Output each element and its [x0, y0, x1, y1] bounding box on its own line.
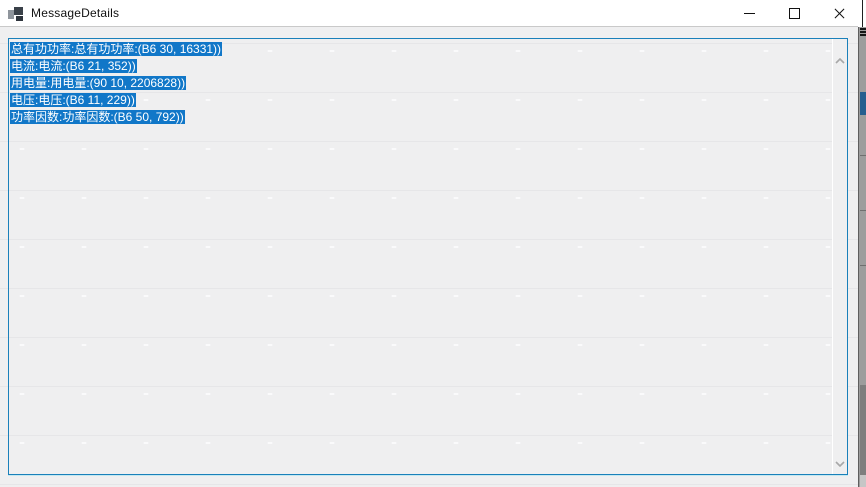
minimize-button[interactable] — [727, 0, 772, 26]
scroll-up-button[interactable] — [833, 53, 847, 69]
vertical-scrollbar[interactable] — [832, 39, 847, 474]
chevron-down-icon — [835, 461, 845, 467]
background-scrollbar-thumb[interactable] — [860, 92, 866, 115]
message-line[interactable]: 总有功功率:总有功功率:(B6 30, 16331)) — [10, 41, 831, 58]
client-area: 总有功功率:总有功功率:(B6 30, 16331)) 电流:电流:(B6 21… — [0, 27, 866, 487]
window-edge-line — [862, 0, 863, 27]
message-line[interactable]: 电压:电压:(B6 11, 229)) — [10, 92, 831, 109]
scrollbar-tick — [860, 265, 866, 266]
chevron-up-icon — [835, 58, 845, 64]
scrollbar-tick — [860, 210, 866, 211]
background-window-edge — [858, 0, 866, 487]
selected-text[interactable]: 电流:电流:(B6 21, 352)) — [10, 59, 137, 73]
selected-text[interactable]: 功率因数:功率因数:(B6 50, 792)) — [10, 110, 185, 124]
titlebar[interactable]: MessageDetails — [0, 0, 866, 27]
background-window-scrollbar[interactable] — [858, 27, 866, 487]
app-icon-shape — [14, 7, 23, 15]
selected-text[interactable]: 电压:电压:(B6 11, 229)) — [10, 93, 136, 107]
background-window-titlebar-sliver — [858, 0, 866, 27]
close-button[interactable] — [817, 0, 862, 26]
window-title: MessageDetails — [31, 6, 120, 20]
message-lines: 总有功功率:总有功功率:(B6 30, 16331)) 电流:电流:(B6 21… — [10, 41, 831, 126]
message-line[interactable]: 功率因数:功率因数:(B6 50, 792)) — [10, 109, 831, 126]
app-window-icon[interactable] — [8, 5, 25, 22]
maximize-button[interactable] — [772, 0, 817, 26]
selected-text[interactable]: 用电量:用电量:(90 10, 2206828)) — [10, 76, 187, 90]
selected-text[interactable]: 总有功功率:总有功功率:(B6 30, 16331)) — [10, 42, 223, 56]
scrollbar-foot — [860, 475, 866, 487]
message-line[interactable]: 电流:电流:(B6 21, 352)) — [10, 58, 831, 75]
app-icon-shape — [8, 10, 14, 19]
scrollbar-annotation-marks — [860, 28, 866, 37]
message-line[interactable]: 用电量:用电量:(90 10, 2206828)) — [10, 75, 831, 92]
caption-buttons — [727, 0, 862, 26]
scroll-down-button[interactable] — [833, 456, 847, 472]
app-icon-shape — [16, 16, 23, 21]
minimize-icon — [744, 13, 755, 14]
scrollbar-dark-region — [860, 385, 866, 475]
maximize-icon — [789, 8, 800, 19]
message-textbox[interactable]: 总有功功率:总有功功率:(B6 30, 16331)) 电流:电流:(B6 21… — [8, 38, 848, 475]
scrollbar-tick — [860, 155, 866, 156]
